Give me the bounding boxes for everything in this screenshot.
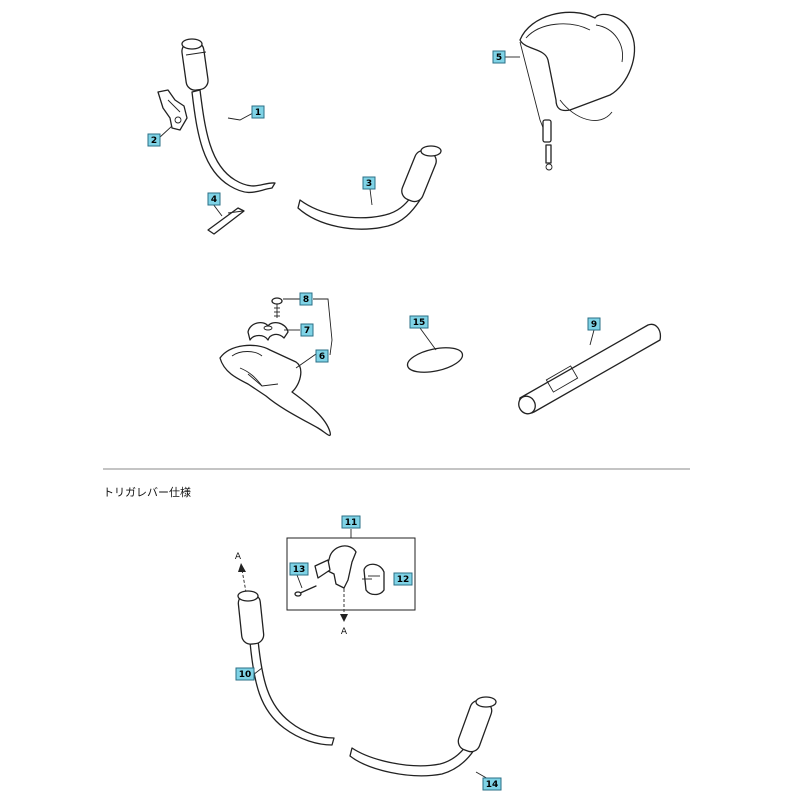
- svg-text:11: 11: [345, 518, 358, 528]
- callout-15: 15: [409, 315, 429, 329]
- part-13-screw: [294, 585, 317, 597]
- leader-lines: [158, 56, 595, 781]
- part-12-lever-cover: [363, 563, 385, 596]
- callout-9: 9: [587, 317, 601, 331]
- callout-5: 5: [492, 50, 506, 64]
- part-7-clamp: [247, 321, 289, 341]
- callout-12: 12: [393, 572, 413, 586]
- part-9-tube: [518, 323, 662, 415]
- part-5-shoulder-harness: [519, 11, 636, 171]
- svg-text:9: 9: [591, 320, 597, 330]
- svg-text:2: 2: [151, 136, 157, 146]
- svg-text:7: 7: [304, 326, 310, 336]
- part-11-trigger-lever: [314, 545, 357, 592]
- svg-text:3: 3: [366, 179, 372, 189]
- callout-7: 7: [300, 323, 314, 337]
- svg-text:14: 14: [486, 780, 499, 790]
- arrow-label-a-top: A: [235, 552, 242, 562]
- part-3-right-handle: [297, 145, 442, 230]
- arrow-label-a-bottom: A: [341, 627, 348, 637]
- callout-4: 4: [207, 192, 221, 206]
- svg-text:12: 12: [397, 575, 410, 585]
- section-title: トリガレバー仕様: [103, 486, 191, 499]
- svg-text:15: 15: [413, 318, 426, 328]
- part-15-washer: [406, 347, 464, 373]
- part-14-right-handle: [349, 696, 497, 777]
- callout-11: 11: [341, 515, 361, 529]
- callout-13: 13: [289, 562, 309, 576]
- svg-text:6: 6: [319, 352, 325, 362]
- part-4-clip: [207, 207, 245, 235]
- callout-2: 2: [147, 133, 161, 147]
- arrow-a-down: [340, 594, 348, 622]
- part-8-screw: [271, 297, 283, 318]
- part-6-handle-holder: [219, 344, 331, 436]
- part-10-left-handle: [237, 590, 335, 746]
- part-2-lever-bracket: [157, 89, 188, 131]
- part-1-left-handle: [181, 38, 276, 194]
- callout-8: 8: [299, 292, 313, 306]
- svg-text:4: 4: [211, 195, 217, 205]
- svg-text:13: 13: [293, 565, 306, 575]
- callout-14: 14: [482, 777, 502, 791]
- svg-text:5: 5: [496, 53, 502, 63]
- callout-3: 3: [362, 176, 376, 190]
- arrow-a-up: [238, 563, 247, 593]
- callout-10: 10: [235, 667, 255, 681]
- callout-1: 1: [251, 105, 265, 119]
- callout-6: 6: [315, 349, 329, 363]
- svg-text:8: 8: [303, 295, 309, 305]
- svg-text:10: 10: [239, 670, 252, 680]
- svg-text:1: 1: [255, 108, 261, 118]
- part-11-assembly-box: [286, 529, 416, 611]
